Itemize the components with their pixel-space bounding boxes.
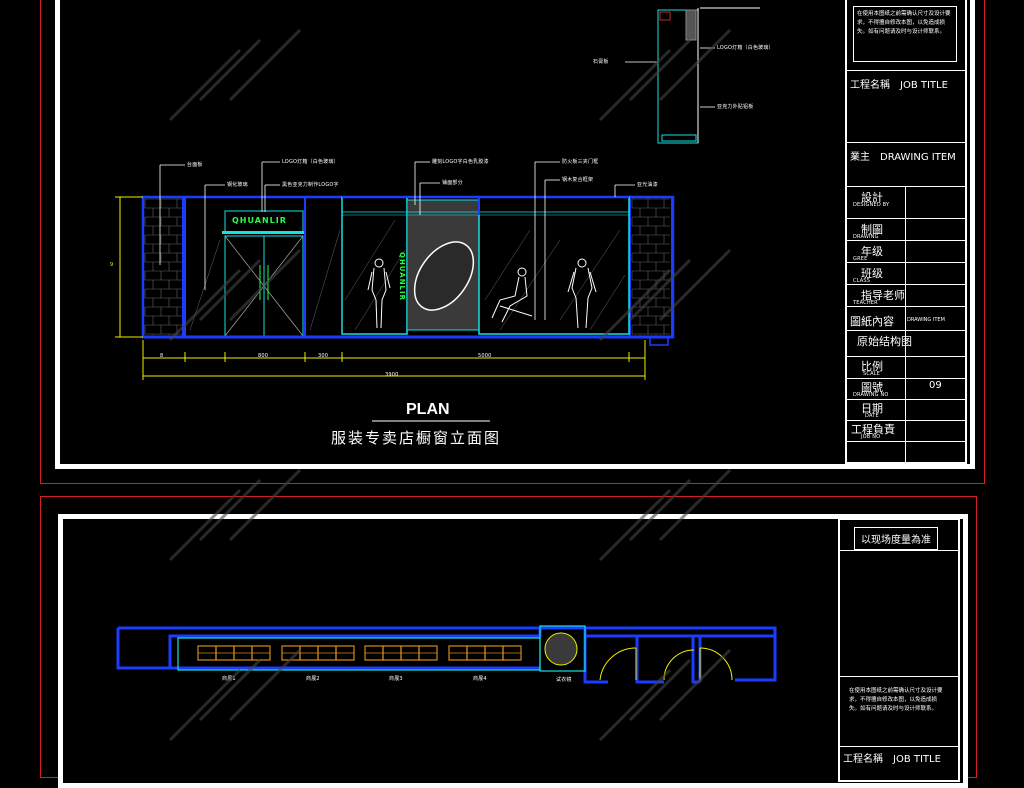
callout-label: 台面板 [187, 162, 203, 168]
job-title-label: 工程名稱 JOB TITLE [850, 80, 948, 91]
callout-label: 亚光油漆 [637, 182, 658, 188]
shelf-label: 商展3 [389, 676, 403, 682]
mannequin-left [367, 258, 391, 329]
window-right [478, 196, 630, 335]
job-title-label: 工程名稱 JOB TITLE [843, 754, 941, 765]
title-block-row-label: 年级 [861, 245, 883, 258]
title-block-row-sublabel: TEACHER [853, 300, 878, 306]
dimension-label: 8 [160, 353, 164, 359]
scale-en: SCALE [863, 371, 881, 377]
title-block-notes: 在使用本图纸之前需确认尺寸及设计要求，不得擅自修改本图，以免造成损失。如有问题请… [849, 688, 943, 712]
plan-title: PLAN [406, 401, 450, 418]
dimension-label: 3900 [385, 372, 399, 378]
logo-text: QHUANLIR [232, 216, 287, 225]
callout-label: 亚克力外贴铝板 [717, 104, 754, 110]
glass-door [224, 235, 304, 337]
title-block-row-label: 指导老师 [861, 289, 905, 302]
dimension-lines [115, 196, 646, 380]
job-no-cn: 工程負責 [851, 423, 895, 436]
content-en: DRAWING ITEM [907, 317, 945, 323]
title-block-row-sublabel: CLASS [853, 278, 871, 284]
content-cn: 圖紙內容 [850, 315, 894, 328]
title-block-row-label: 班级 [861, 267, 883, 280]
field-stamp: 以现场度量為准 [854, 527, 938, 550]
dimension-label: 9 [110, 262, 114, 268]
shelf-label: 商展1 [222, 676, 236, 682]
title-block-row-label: 設計 [861, 191, 883, 204]
title-block-row-sublabel: DRAWING [853, 234, 879, 240]
callout-label: 石膏板 [593, 59, 609, 65]
callout-label: 钢木复合框架 [562, 177, 594, 183]
shelf-label: 商展2 [306, 676, 320, 682]
scale-cn: 比例 [861, 360, 883, 373]
title-block-row-sublabel: GREE [853, 256, 868, 262]
callout-label: 黑色亚克力制作LOGO字 [282, 182, 339, 188]
callout-label: 雕刻LOGO字白色乳胶漆 [432, 159, 489, 165]
date-en: DATE [865, 413, 879, 419]
title-block-sheet1: 在使用本图纸之前需确认尺寸及设计要求，不得擅自修改本图，以免造成损失。如有问题请… [845, 0, 967, 464]
door-swings [599, 647, 733, 681]
callout-label: LOGO灯箱（白色玻璃） [282, 159, 339, 165]
callout-leaders [159, 47, 715, 320]
drawing-no-value: 09 [929, 380, 942, 391]
callout-label: 钢化玻璃 [227, 182, 248, 188]
fitting-mirror [544, 632, 578, 666]
drawing-no-cn: 圖號 [861, 381, 883, 394]
dimension-label: 800 [258, 353, 269, 359]
fitting-label: 试衣镜 [556, 677, 572, 683]
owner-label: 業主 DRAWING ITEM [850, 152, 956, 163]
job-no-en: JOB NO [861, 434, 881, 440]
dimension-label: 5000 [478, 353, 492, 359]
mannequin-seated [491, 267, 533, 323]
dimension-label: 300 [318, 353, 329, 359]
title-block-row-sublabel: DESIGNED BY [853, 202, 890, 208]
date-cn: 日期 [861, 402, 883, 415]
title-block-notes: 在使用本图纸之前需确认尺寸及设计要求，不得擅自修改本图，以免造成损失。如有问题请… [853, 6, 957, 62]
oval-display [413, 241, 475, 311]
callout-label: 防火板三夹门框 [562, 159, 599, 165]
title-block-row-label: 制圖 [861, 223, 883, 236]
logo-text-vertical: QHUANLIR [398, 252, 406, 302]
callout-label: 铺面部分 [442, 180, 463, 186]
callout-label: LOGO灯箱（白色玻璃） [717, 45, 774, 51]
title-block-sheet2: 以现场度量為准 在使用本图纸之前需确认尺寸及设计要求，不得擅自修改本图，以免造成… [838, 518, 960, 782]
drawing-no-en: DRAWING NO [853, 392, 889, 398]
content-value: 原始结构图 [857, 335, 912, 348]
sheet1-red-border [40, 0, 985, 484]
shelf-label: 商展4 [473, 676, 487, 682]
plan-subtitle: 服装专卖店橱窗立面图 [331, 429, 502, 447]
mannequin-right [567, 258, 597, 329]
section-detail [657, 7, 760, 144]
